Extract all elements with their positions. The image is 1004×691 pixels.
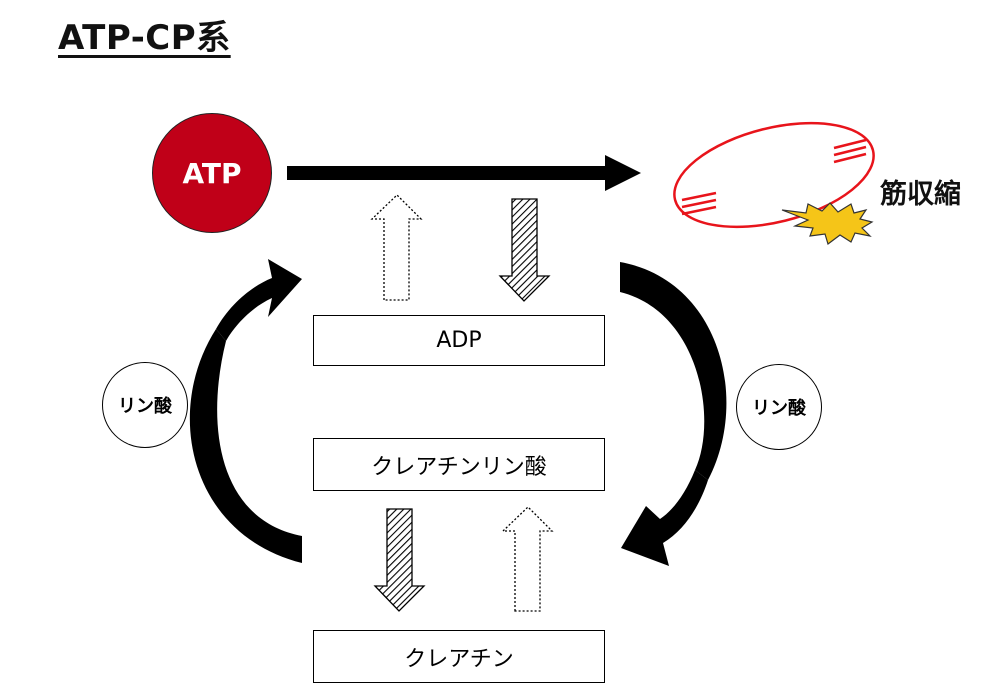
muscle-fiber-icon [673, 121, 875, 229]
right-curved-arrow [620, 262, 727, 480]
phosphate-left-node: リン酸 [102, 362, 188, 448]
creatine-to-cp-dotted-arrow [501, 506, 554, 612]
atp-to-adp-hatched-arrow [498, 198, 551, 302]
left-curved-arrow [189, 329, 302, 563]
phosphate-right-node: リン酸 [736, 364, 822, 450]
adp-to-atp-dotted-arrow [370, 194, 423, 301]
creatine-phosphate-box: クレアチンリン酸 [313, 438, 605, 491]
cp-to-creatine-hatched-arrow [373, 508, 426, 612]
atp-node: ATP [152, 113, 272, 233]
spark-icon [781, 202, 874, 245]
creatine-box: クレアチン [313, 630, 605, 683]
right-curved-arrow-lower [621, 470, 708, 566]
left-curved-arrow-upper [216, 259, 302, 341]
muscle-contraction-label: 筋収縮 [880, 179, 961, 210]
page-title: ATP-CP系 [58, 18, 231, 58]
adp-box: ADP [313, 315, 605, 366]
atp-to-muscle-arrow [287, 155, 641, 191]
